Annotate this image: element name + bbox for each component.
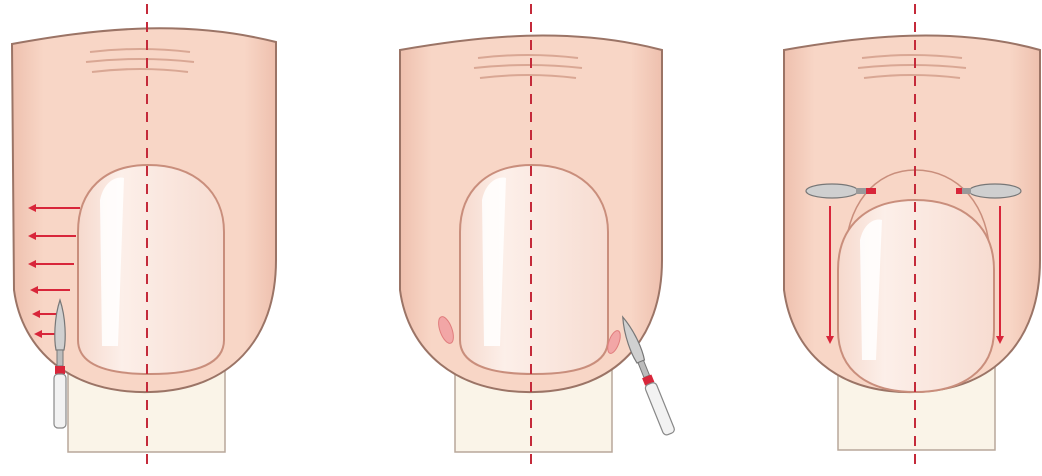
nail-drill-icon (617, 315, 675, 436)
panel-corner-technique (400, 4, 676, 472)
panel-top-down-technique (784, 4, 1040, 472)
nail-plate (460, 165, 608, 374)
nail-plate (78, 165, 224, 374)
panel-lateral-technique (12, 4, 276, 472)
